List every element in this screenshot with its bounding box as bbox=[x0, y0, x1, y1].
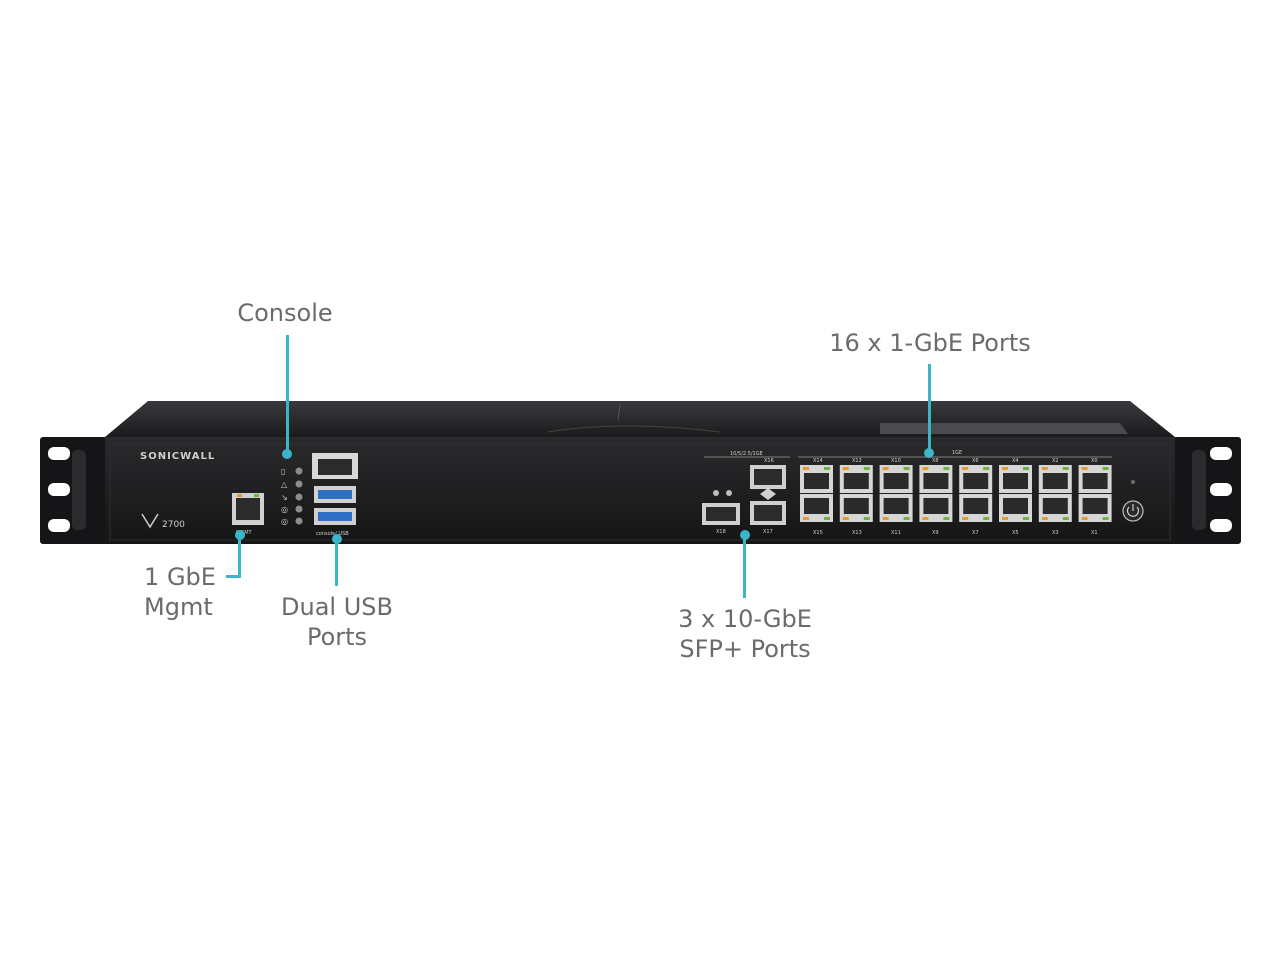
svg-text:X11: X11 bbox=[891, 530, 901, 536]
svg-text:X8: X8 bbox=[932, 458, 939, 464]
callout-mgmt-line1: 1 GbE bbox=[144, 563, 216, 591]
rj45-port bbox=[919, 465, 953, 493]
svg-text:X2: X2 bbox=[1052, 458, 1059, 464]
rj45-port bbox=[959, 494, 993, 522]
leader-dot-console bbox=[282, 449, 292, 459]
sfp-port-x16 bbox=[750, 465, 786, 500]
svg-text:X16: X16 bbox=[764, 458, 774, 464]
leader-dot-gbe-ports bbox=[924, 448, 934, 458]
mgmt-port: MGMT bbox=[232, 493, 264, 536]
svg-text:X13: X13 bbox=[852, 530, 862, 536]
rj45-port bbox=[1038, 465, 1072, 493]
callout-gbe-ports: 16 x 1-GbE Ports bbox=[829, 329, 1031, 357]
rj45-port bbox=[839, 465, 873, 493]
rj45-port bbox=[879, 465, 913, 493]
leader-mgmt-h bbox=[226, 575, 241, 578]
svg-text:X6: X6 bbox=[972, 458, 979, 464]
leader-console bbox=[286, 335, 289, 453]
callout-sfp-line2: SFP+ Ports bbox=[679, 635, 811, 663]
model-badge: 2700 bbox=[141, 513, 185, 530]
sfp-port-x17: X17 bbox=[750, 501, 786, 535]
svg-text:10/5/2.5/1GE: 10/5/2.5/1GE bbox=[730, 451, 763, 457]
svg-text:◎: ◎ bbox=[281, 505, 288, 514]
port-labels-bottom: X15 X13 X11 X9 X7 X5 X3 X1 bbox=[813, 530, 1098, 536]
callout-mgmt-line2: Mgmt bbox=[144, 593, 213, 621]
brand-logo: SONICWALL bbox=[140, 451, 215, 462]
gbe-port-grid bbox=[800, 465, 1112, 522]
power-button bbox=[1122, 480, 1144, 522]
console-port bbox=[312, 453, 358, 479]
rack-ear-right bbox=[1172, 437, 1241, 544]
leader-sfp bbox=[743, 535, 746, 598]
callout-usb-line2: Ports bbox=[306, 623, 368, 651]
svg-text:X15: X15 bbox=[813, 530, 823, 536]
sfp-port-x18: X18 bbox=[702, 503, 740, 535]
callout-console: Console bbox=[237, 299, 333, 327]
svg-text:↘: ↘ bbox=[281, 493, 288, 502]
rj45-port bbox=[800, 494, 833, 522]
callout-usb-line1: Dual USB bbox=[281, 593, 393, 621]
svg-text:X4: X4 bbox=[1012, 458, 1019, 464]
port-labels-top: X14 X12 X10 X8 X6 X4 X2 X0 bbox=[813, 458, 1098, 464]
svg-text:◎: ◎ bbox=[281, 517, 288, 526]
svg-text:△: △ bbox=[281, 480, 288, 489]
svg-text:X7: X7 bbox=[972, 530, 979, 536]
callout-sfp-line1: 3 x 10-GbE bbox=[678, 605, 812, 633]
rj45-port bbox=[1078, 494, 1112, 522]
chassis-top bbox=[105, 401, 1175, 437]
svg-text:X9: X9 bbox=[932, 530, 939, 536]
rj45-port bbox=[839, 494, 873, 522]
callout-mgmt: 1 GbE Mgmt bbox=[128, 562, 232, 622]
svg-text:X10: X10 bbox=[891, 458, 901, 464]
leader-usb bbox=[335, 539, 338, 586]
usb-port-1 bbox=[314, 486, 356, 503]
status-leds: ▯ △ ↘ ◎ ◎ bbox=[281, 467, 303, 526]
svg-text:X17: X17 bbox=[763, 529, 773, 535]
sfp-leds bbox=[713, 490, 732, 496]
rj45-port bbox=[999, 465, 1032, 493]
usb-port-2 bbox=[314, 508, 356, 525]
svg-text:X12: X12 bbox=[852, 458, 862, 464]
leader-mgmt-v bbox=[238, 535, 241, 577]
callout-usb: Dual USB Ports bbox=[262, 592, 412, 652]
console-usb-label: console/ USB bbox=[316, 531, 349, 537]
svg-text:▯: ▯ bbox=[281, 467, 285, 476]
rj45-port bbox=[1038, 494, 1072, 522]
rj45-port bbox=[919, 494, 953, 522]
svg-text:1GE: 1GE bbox=[952, 450, 962, 456]
callout-sfp: 3 x 10-GbE SFP+ Ports bbox=[660, 604, 830, 664]
svg-text:X5: X5 bbox=[1012, 530, 1019, 536]
svg-text:X3: X3 bbox=[1052, 530, 1059, 536]
leader-gbe-ports bbox=[928, 364, 931, 452]
rj45-port bbox=[959, 465, 993, 493]
svg-text:X18: X18 bbox=[716, 529, 726, 535]
rj45-port bbox=[1078, 465, 1112, 493]
rack-ear-left bbox=[40, 437, 108, 544]
rj45-port bbox=[800, 465, 833, 493]
svg-text:2700: 2700 bbox=[162, 520, 185, 530]
svg-text:X1: X1 bbox=[1091, 530, 1098, 536]
svg-text:X14: X14 bbox=[813, 458, 823, 464]
svg-text:X0: X0 bbox=[1091, 458, 1098, 464]
rj45-port bbox=[879, 494, 913, 522]
rj45-port bbox=[999, 494, 1032, 522]
